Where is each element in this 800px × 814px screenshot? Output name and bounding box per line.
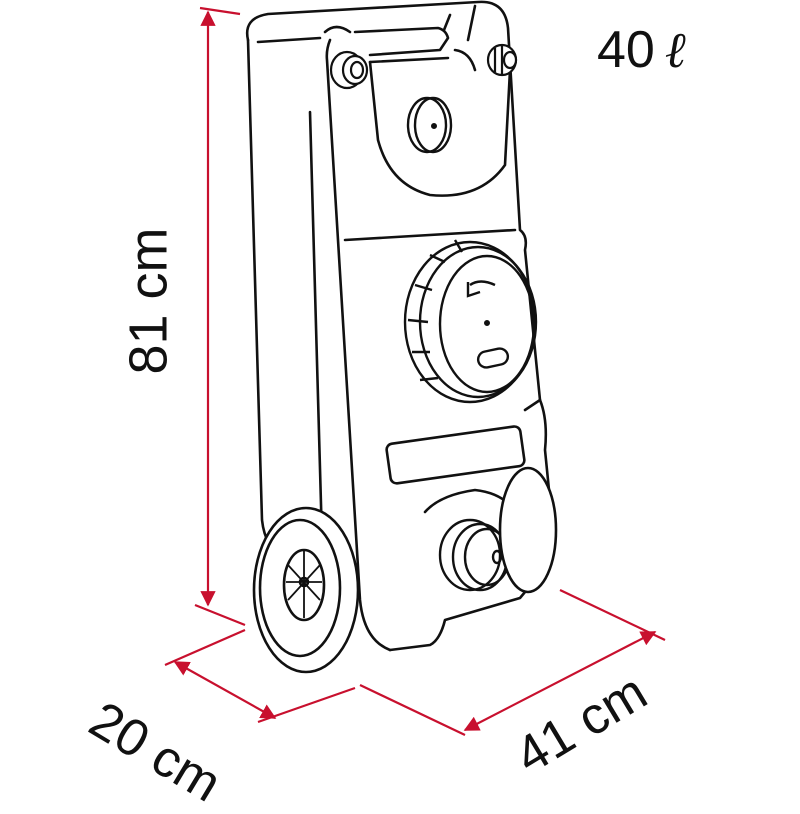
main-screw-cap: [403, 239, 538, 404]
height-dimension-label: 81 cm: [118, 227, 179, 375]
wheels: [252, 466, 558, 674]
liter-unit: ℓ: [664, 21, 686, 79]
dimension-lines: [164, 6, 666, 736]
upper-cap: [406, 96, 453, 154]
volume-value: 40: [597, 21, 655, 79]
vent-caps: [329, 43, 518, 90]
drain-cap: [438, 518, 511, 592]
